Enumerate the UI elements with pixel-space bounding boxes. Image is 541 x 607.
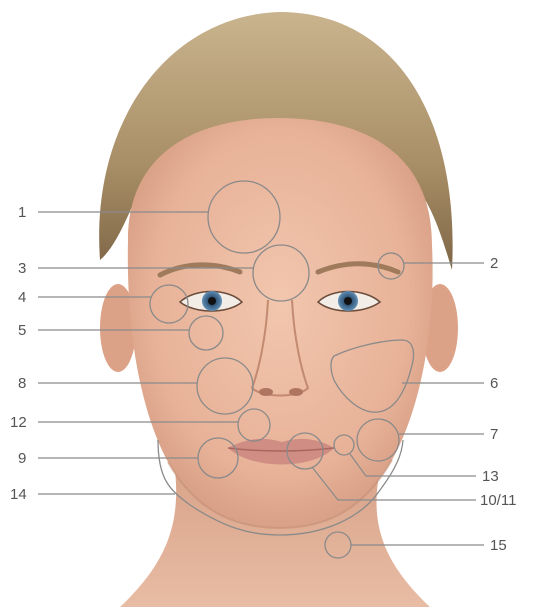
zone-label-1: 1: [18, 204, 26, 221]
zone-label-8: 8: [18, 375, 26, 392]
zone-label-10-11: 10/11: [480, 492, 516, 509]
zone-label-15: 15: [490, 537, 507, 554]
zone-label-3: 3: [18, 260, 26, 277]
zone-label-13: 13: [482, 468, 499, 485]
zone-label-5: 5: [18, 322, 26, 339]
zone-label-4: 4: [18, 289, 26, 306]
zone-label-12: 12: [10, 414, 27, 431]
zone-label-2: 2: [490, 255, 498, 272]
zone-label-7: 7: [490, 426, 498, 443]
zone-label-14: 14: [10, 486, 27, 503]
zone-label-6: 6: [490, 375, 498, 392]
zone-label-9: 9: [18, 450, 26, 467]
